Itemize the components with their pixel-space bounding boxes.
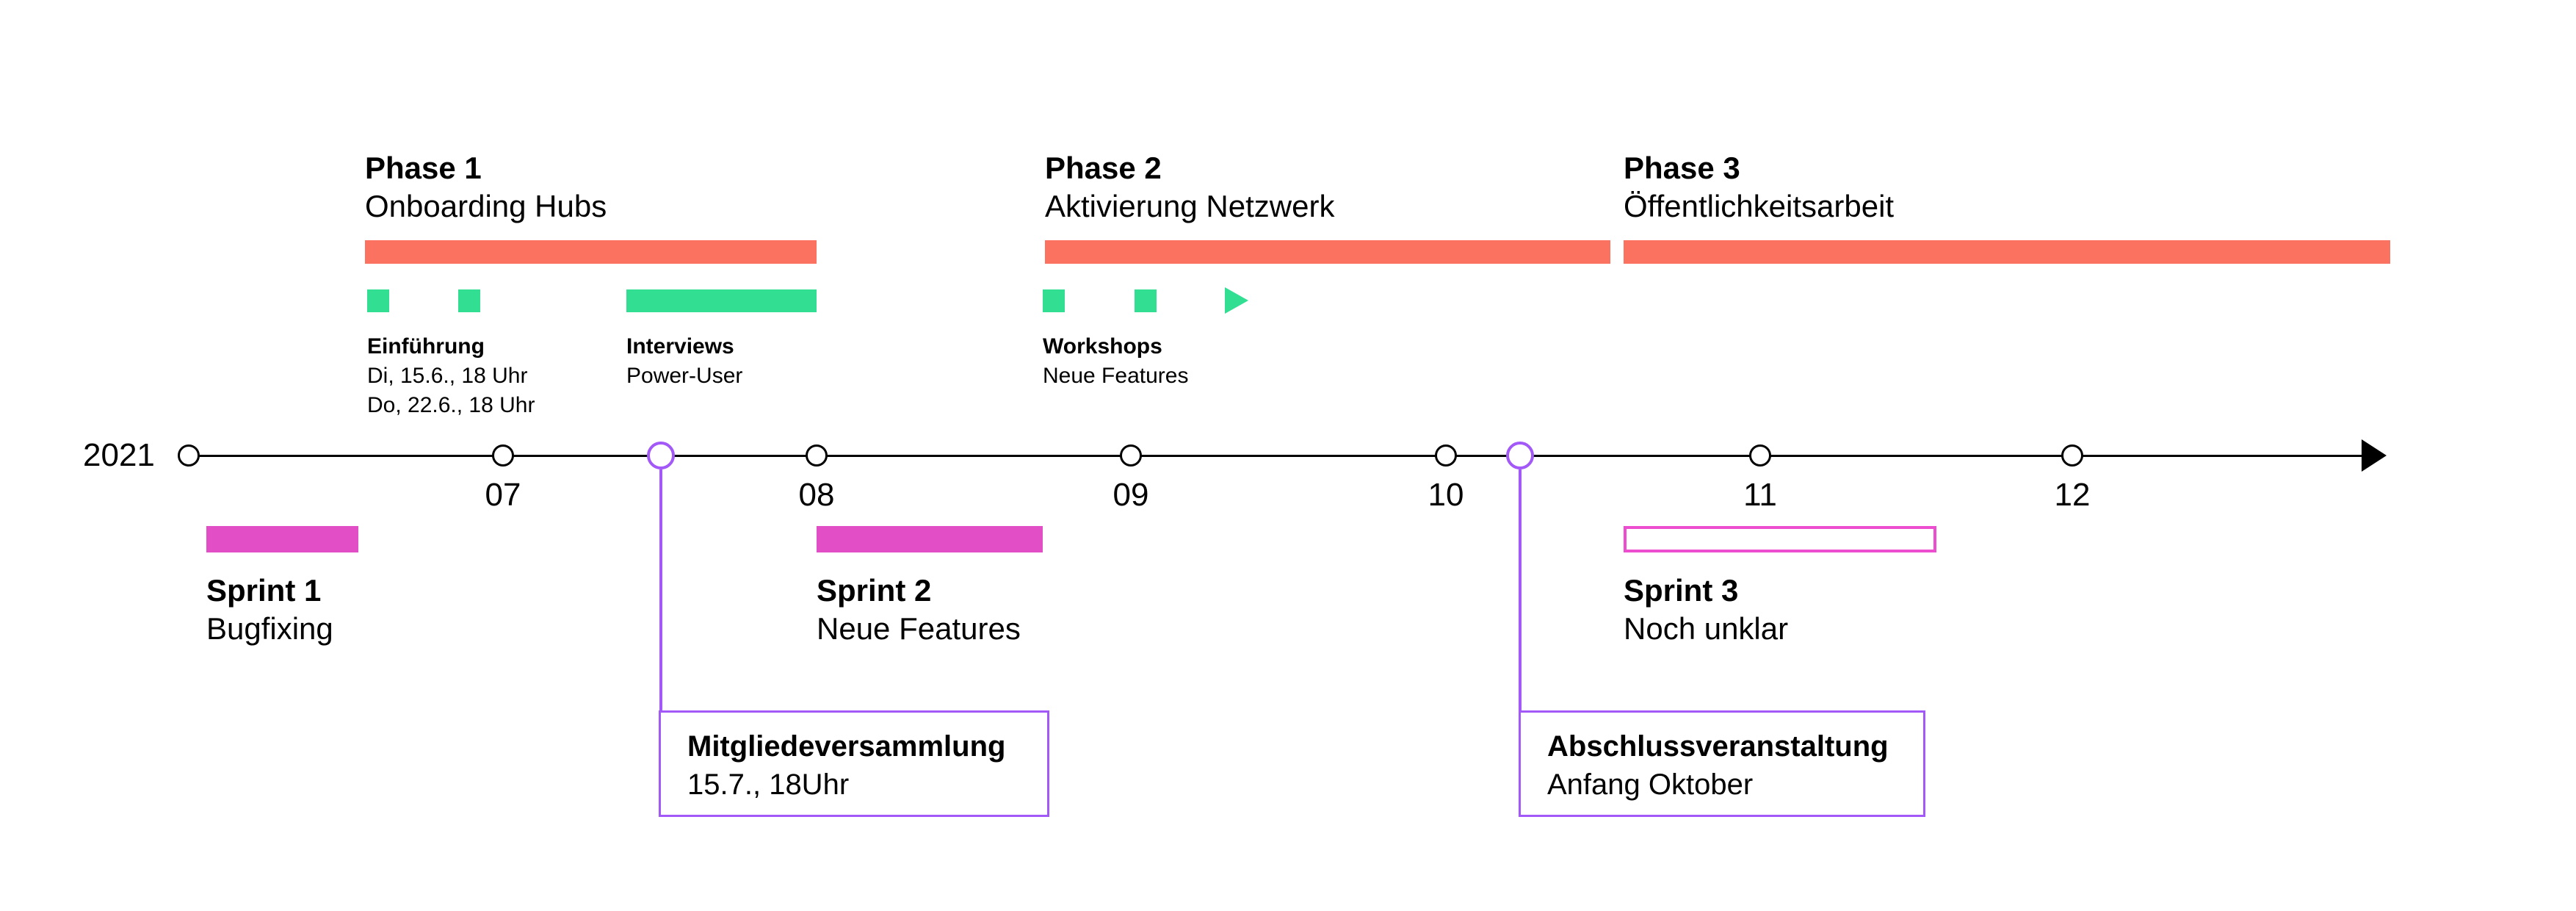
tick-circle-11: [1749, 444, 1771, 467]
workshops-detail: Neue Features: [1043, 364, 1189, 388]
einfuehrung-date-2: Do, 22.6., 18 Uhr: [367, 393, 535, 417]
timeline-axis: [198, 455, 2365, 457]
tick-circle-12: [2061, 444, 2083, 467]
sprint-1-bar: [206, 526, 358, 552]
timeline-arrowhead-icon: [2362, 439, 2387, 472]
phase-3-title: Phase 3: [1624, 151, 1740, 185]
workshops-play-icon: [1225, 287, 1248, 314]
month-label-08: 08: [798, 477, 835, 513]
tick-circle-09: [1120, 444, 1142, 467]
phase-2-subtitle: Aktivierung Netzwerk: [1045, 189, 1335, 223]
sprint-3-bar: [1624, 526, 1936, 552]
month-label-11: 11: [1743, 477, 1777, 513]
workshops-marker-1: [1043, 289, 1065, 312]
phase-1-bar: [365, 240, 817, 264]
einfuehrung-marker-1: [367, 289, 389, 312]
sprint-3-label: Sprint 3 Noch unklar: [1624, 572, 1788, 648]
month-label-07: 07: [485, 477, 521, 513]
tick-circle-08: [806, 444, 828, 467]
year-label: 2021: [83, 437, 155, 473]
connector-line-october: [1519, 469, 1522, 710]
einfuehrung-title: Einführung: [367, 334, 485, 359]
milestone-circle-july: [647, 442, 675, 469]
sprint-1-label: Sprint 1 Bugfixing: [206, 572, 333, 648]
phase-2-bar: [1045, 240, 1610, 264]
sprint-3-title: Sprint 3: [1624, 573, 1739, 608]
einfuehrung-label: Einführung Di, 15.6., 18 Uhr Do, 22.6., …: [367, 332, 535, 420]
phase-2-title: Phase 2: [1045, 151, 1162, 185]
interviews-title: Interviews: [626, 334, 734, 359]
month-label-12: 12: [2054, 477, 2091, 513]
milestone-box-october: Abschlussveranstaltung Anfang Oktober: [1519, 710, 1925, 817]
sprint-1-subtitle: Bugfixing: [206, 611, 333, 646]
phase-2-label: Phase 2 Aktivierung Netzwerk: [1045, 149, 1334, 226]
workshops-label: Workshops Neue Features: [1043, 332, 1188, 391]
interviews-label: Interviews Power-User: [626, 332, 742, 391]
tick-circle-10: [1435, 444, 1457, 467]
phase-3-bar: [1624, 240, 2390, 264]
milestone-july-title: Mitgliedeversammlung: [687, 730, 1006, 763]
sprint-2-subtitle: Neue Features: [817, 611, 1021, 646]
sprint-2-bar: [817, 526, 1043, 552]
einfuehrung-marker-2: [458, 289, 480, 312]
milestone-july-subtitle: 15.7., 18Uhr: [687, 768, 850, 801]
phase-3-label: Phase 3 Öffentlichkeitsarbeit: [1624, 149, 1894, 226]
interviews-marker-bar: [626, 289, 817, 312]
milestone-october-title: Abschlussveranstaltung: [1547, 730, 1889, 763]
interviews-detail: Power-User: [626, 364, 743, 388]
connector-line-july: [659, 469, 662, 710]
month-label-10: 10: [1428, 477, 1464, 513]
milestone-circle-october: [1506, 442, 1534, 469]
tick-circle-06: [178, 444, 200, 467]
phase-1-subtitle: Onboarding Hubs: [365, 189, 607, 223]
milestone-october-subtitle: Anfang Oktober: [1547, 768, 1754, 801]
sprint-3-subtitle: Noch unklar: [1624, 611, 1789, 646]
sprint-1-title: Sprint 1: [206, 573, 322, 608]
workshops-marker-2: [1135, 289, 1157, 312]
sprint-2-label: Sprint 2 Neue Features: [817, 572, 1021, 648]
milestone-box-july: Mitgliedeversammlung 15.7., 18Uhr: [659, 710, 1049, 817]
month-label-09: 09: [1112, 477, 1149, 513]
workshops-title: Workshops: [1043, 334, 1162, 359]
sprint-2-title: Sprint 2: [817, 573, 932, 608]
phase-1-title: Phase 1: [365, 151, 482, 185]
einfuehrung-date-1: Di, 15.6., 18 Uhr: [367, 364, 528, 388]
phase-1-label: Phase 1 Onboarding Hubs: [365, 149, 607, 226]
phase-3-subtitle: Öffentlichkeitsarbeit: [1624, 189, 1895, 223]
tick-circle-07: [492, 444, 514, 467]
